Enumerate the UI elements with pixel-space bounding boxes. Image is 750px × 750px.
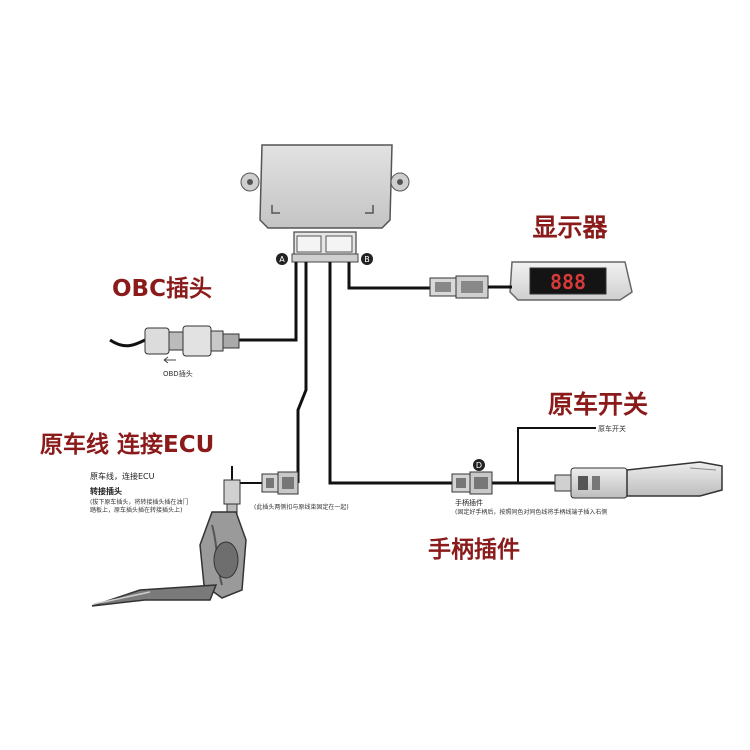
svg-text:B: B [364, 255, 370, 264]
control-module [240, 144, 410, 263]
handle-caption: 手柄插件 [455, 498, 483, 507]
switch-label: 原车开关 [548, 390, 648, 419]
port-b-marker: B [361, 253, 373, 265]
display-unit: 888 [509, 261, 633, 301]
svg-text:A: A [279, 255, 285, 264]
display-digits: 888 [550, 270, 586, 294]
handle-label: 手柄插件 [428, 537, 520, 563]
pedal-plug [223, 479, 241, 515]
ecu-label: 原车线 连接ECU [40, 431, 214, 458]
port-a-marker: A [276, 253, 288, 265]
display-connector [429, 275, 489, 299]
ecu-adapter-connector [261, 471, 299, 495]
ecu-caption-4: 踏板上，原车插头插在转接插头上) [90, 506, 182, 514]
handle-note: (固定好手柄后，按照同色对同色线将手柄线端子插入右侧 [455, 508, 607, 516]
accelerator-pedal [91, 511, 247, 607]
ecu-caption-2: 转接插头 [90, 486, 122, 496]
svg-text:D: D [476, 461, 482, 470]
ecu-caption-3: (拔下原车插头，将转接插头插在油门 [90, 498, 188, 506]
port-d-marker: D [473, 459, 485, 471]
obc-label: OBC插头 [112, 276, 212, 302]
obd-connector [109, 325, 240, 364]
ecu-caption-1: 原车线，连接ECU [90, 471, 155, 481]
switch-caption: 原车开关 [598, 424, 626, 433]
handle-plug-connector [451, 471, 493, 495]
original-switch [554, 461, 723, 499]
ecu-note: (此插头两侧扣与原线束固定在一起) [254, 503, 349, 511]
display-label: 显示器 [532, 213, 608, 242]
obd-caption: OBD插头 [163, 369, 193, 378]
